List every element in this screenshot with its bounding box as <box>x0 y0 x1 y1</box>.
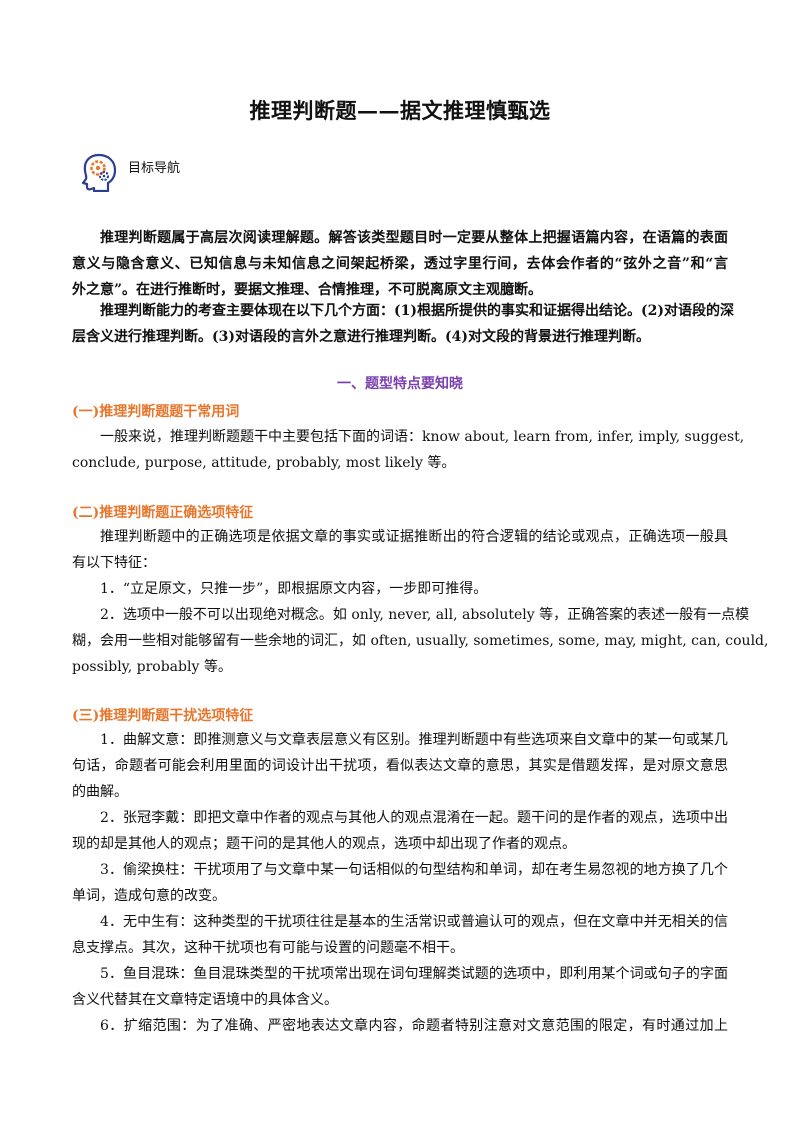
text-line: 1．“立足原文，只推一步”，即根据原文内容，一步即可推得。 <box>100 581 488 597</box>
text-line: 意义与隐含意义、已知信息与未知信息之间架起桥梁，透过字里行间，去体会作者的“弦外… <box>72 256 728 272</box>
text-line: 推理判断题中的正确选项是依据文章的事实或证据推断出的符合逻辑的结论或观点，正确选… <box>100 529 728 545</box>
subsection-heading-2: (二)推理判断题正确选项特征 <box>72 505 254 521</box>
text-line: 现的却是其他人的观点；题干问的是其他人的观点，选项中却出现了作者的观点。 <box>72 836 576 852</box>
text-line: 糊，会用一些相对能够留有一些余地的词汇，如 often, usually, so… <box>72 633 769 649</box>
intro-paragraph-2: 推理判断能力的考查主要体现在以下几个方面：(1)根据所提供的事实和证据得出结论。… <box>72 298 734 350</box>
subsection-heading-3: (三)推理判断题干扰选项特征 <box>72 708 254 724</box>
text-line: 单词，造成句意的改变。 <box>72 888 226 904</box>
text-line: 1．曲解文意：即推测意义与文章表层意义有区别。推理判断题中有些选项来自文章中的某… <box>100 732 728 748</box>
text-line: 2．张冠李戴：即把文章中作者的观点与其他人的观点混淆在一起。题干问的是作者的观点… <box>100 810 728 826</box>
text-line: 2．选项中一般不可以出现绝对概念。如 only, never, all, abs… <box>100 607 750 623</box>
section-heading: 一、题型特点要知晓 <box>337 376 463 392</box>
head-gears-icon <box>80 152 118 193</box>
text-line: 外之意”。在进行推断时，要据文推理、合情推理，不可脱离原文主观臆断。 <box>72 282 543 298</box>
text-line: 层含义进行推理判断。(3)对语段的言外之意进行推理判断。(4)对文段的背景进行推… <box>72 329 650 345</box>
text-line: 推理判断题属于高层次阅读理解题。解答该类型题目时一定要从整体上把握语篇内容，在语… <box>100 230 728 246</box>
text-line: 3．偷梁换柱：干扰项用了与文章中某一句话相似的句型结构和单词，却在考生易忽视的地… <box>100 862 728 878</box>
text-line: 一般来说，推理判断题题干中主要包括下面的词语：know about, learn… <box>100 429 745 445</box>
text-line: 4．无中生有：这种类型的干扰项往往是基本的生活常识或普遍认可的观点，但在文章中并… <box>100 914 728 930</box>
text-line: 的曲解。 <box>72 784 128 800</box>
text-line: 含义代替其在文章特定语境中的具体含义。 <box>72 992 338 1008</box>
text-line: possibly, probably 等。 <box>72 659 232 675</box>
text-line: 5．鱼目混珠：鱼目混珠类型的干扰项常出现在词句理解类试题的选项中，即利用某个词或… <box>100 966 728 982</box>
goal-navigation-label: 目标导航 <box>128 161 181 176</box>
page-title: 推理判断题——据文推理慎甄选 <box>249 98 551 123</box>
intro-paragraph-1: 推理判断题属于高层次阅读理解题。解答该类型题目时一定要从整体上把握语篇内容，在语… <box>72 225 728 303</box>
text-line: conclude, purpose, attitude, probably, m… <box>72 455 456 471</box>
subsection-2-text: 推理判断题中的正确选项是依据文章的事实或证据推断出的符合逻辑的结论或观点，正确选… <box>72 524 769 680</box>
subsection-heading-1: (一)推理判断题题干常用词 <box>72 404 240 420</box>
subsection-3-text: 1．曲解文意：即推测意义与文章表层意义有区别。推理判断题中有些选项来自文章中的某… <box>72 727 728 1039</box>
text-line: 息支撑点。其次，这种干扰项也有可能与设置的问题毫不相干。 <box>72 940 464 956</box>
text-line: 推理判断能力的考查主要体现在以下几个方面：(1)根据所提供的事实和证据得出结论。… <box>100 303 734 319</box>
text-line: 6．扩缩范围：为了准确、严密地表达文章内容，命题者特别注意对文意范围的限定，有时… <box>100 1018 728 1034</box>
text-line: 句话，命题者可能会利用里面的词设计出干扰项，看似表达文章的意思，其实是借题发挥，… <box>72 758 728 774</box>
subsection-1-text: 一般来说，推理判断题题干中主要包括下面的词语：know about, learn… <box>72 424 745 476</box>
text-line: 有以下特征： <box>72 555 156 571</box>
